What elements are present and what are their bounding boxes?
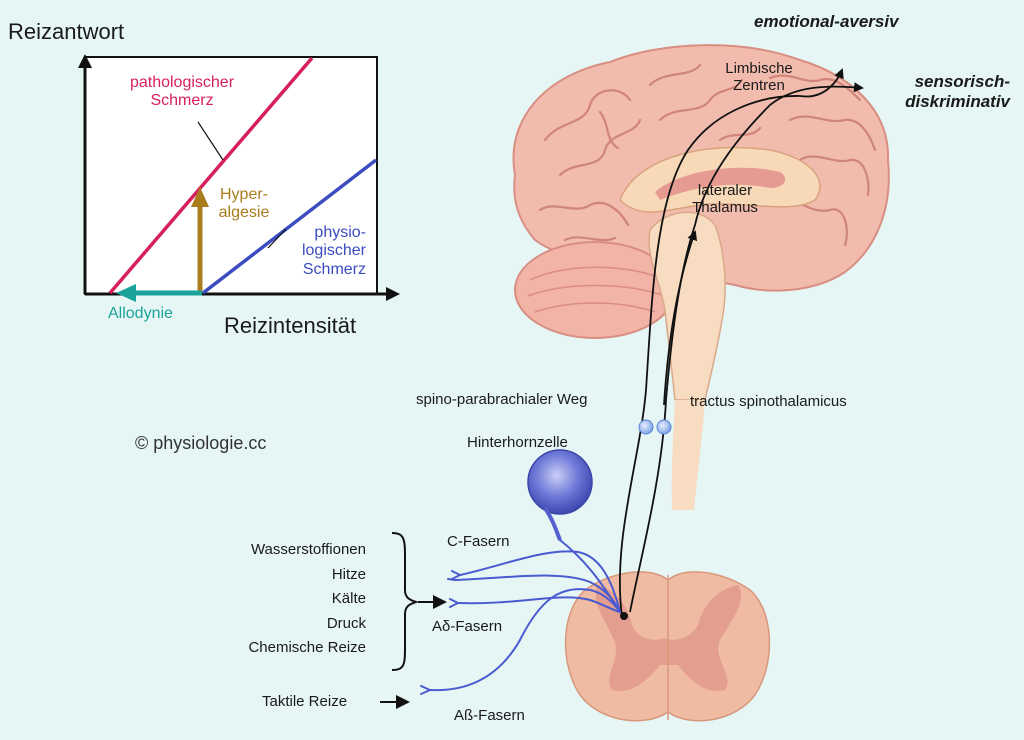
hyperalgesia-arrow-head bbox=[191, 187, 209, 207]
limbic-centers-label: Limbische Zentren bbox=[714, 60, 804, 95]
cerebellum-folia bbox=[527, 266, 666, 313]
a-beta-fiber bbox=[429, 588, 621, 692]
x-axis-label: Reizintensität bbox=[224, 313, 357, 338]
physiological-label-line: Schmerz bbox=[302, 260, 366, 278]
hyperalgesia-label: Hyper- algesie bbox=[208, 186, 280, 223]
physiological-label-line: physio- bbox=[314, 224, 366, 241]
synapse-point bbox=[620, 612, 628, 620]
brainstem bbox=[648, 211, 726, 401]
pathological-pain-line bbox=[108, 56, 314, 295]
c-fiber-1 bbox=[459, 550, 621, 613]
cell-axon-hillock bbox=[543, 506, 562, 541]
pathological-label-line: Schmerz bbox=[150, 92, 214, 110]
stimulus-item: Kälte bbox=[331, 590, 366, 607]
a-beta-fibers-label: Aß-Fasern bbox=[454, 707, 525, 724]
copyright-text: © physiologie.cc bbox=[135, 433, 267, 453]
sensory-label-line: diskriminativ bbox=[905, 91, 1010, 111]
lateral-thalamus-label: lateraler Thalamus bbox=[680, 182, 770, 217]
y-axis-label: Reizantwort bbox=[8, 19, 125, 44]
pathway-node-right bbox=[656, 419, 672, 435]
response-graph bbox=[78, 54, 400, 302]
thalamus-branch bbox=[663, 230, 698, 406]
physiological-label-line: logischer bbox=[301, 242, 366, 260]
pathological-label-pointer bbox=[197, 121, 224, 161]
emotional-aversive-label: emotional-aversiv bbox=[754, 12, 899, 31]
sensory-label-line: sensorisch- bbox=[914, 72, 1010, 91]
a-delta-fibers-label: Aδ-Fasern bbox=[432, 618, 503, 635]
graph-frame bbox=[84, 56, 378, 295]
pathological-label-line: pathologischer bbox=[129, 74, 235, 91]
spinal-cord-section bbox=[564, 571, 771, 722]
spinal-cord-column bbox=[671, 400, 705, 510]
a-delta-fiber bbox=[457, 596, 621, 613]
pathological-label: pathologischer Schmerz bbox=[112, 74, 252, 111]
physiological-label-pointer bbox=[267, 228, 287, 249]
allodynia-arrow-head bbox=[116, 284, 136, 302]
spino-parabrachial-tract bbox=[619, 68, 844, 618]
stimulus-item: Hitze bbox=[331, 565, 366, 583]
hyperalgesia-label-line: algesie bbox=[218, 204, 270, 222]
stimulus-item: Wasserstoffionen bbox=[250, 541, 366, 558]
sensory-discriminative-label: sensorisch- diskriminativ bbox=[860, 72, 1010, 111]
thalamus-label-line: Thalamus bbox=[692, 199, 758, 217]
physiological-pain-line bbox=[201, 158, 378, 295]
stimulus-brace bbox=[391, 532, 420, 671]
allodynia-label: Allodynie bbox=[108, 305, 173, 322]
hyperalgesia-label-line: Hyper- bbox=[219, 186, 268, 203]
lateral-ventricle bbox=[655, 167, 786, 200]
stimulus-item: Chemische Reize bbox=[248, 639, 366, 656]
c-fiber-2 bbox=[454, 574, 621, 613]
grey-matter bbox=[595, 585, 742, 691]
physiological-label: physio- logischer Schmerz bbox=[262, 224, 366, 279]
brain-gyri bbox=[538, 63, 877, 247]
ascending-pathways bbox=[619, 68, 864, 618]
spino-parabrachial-label: spino-parabrachialer Weg bbox=[416, 391, 588, 408]
thalamus-label-line: lateraler bbox=[697, 182, 753, 199]
fiber-endings bbox=[420, 570, 461, 695]
pathway-node-left bbox=[638, 419, 654, 435]
afferent-fibers bbox=[420, 449, 628, 695]
spinothalamic-tract bbox=[629, 82, 864, 613]
stimulus-list: Wasserstoffionen Hitze Kälte Druck Chemi… bbox=[196, 538, 366, 661]
hinterhornzelle-label: Hinterhornzelle bbox=[467, 434, 568, 451]
limbic-label-line: Zentren bbox=[733, 77, 785, 95]
stimulus-markers bbox=[380, 532, 447, 709]
limbic-label-line: Limbische bbox=[725, 60, 793, 77]
brain-illustration bbox=[512, 44, 890, 510]
tractus-spinothalamicus-label: tractus spinothalamicus bbox=[690, 393, 847, 410]
stimulus-item: Druck bbox=[326, 614, 366, 632]
c-fibers-label: C-Fasern bbox=[447, 533, 510, 550]
dorsal-horn-cell bbox=[527, 449, 593, 515]
tactile-stimuli-label: Taktile Reize bbox=[262, 693, 348, 710]
